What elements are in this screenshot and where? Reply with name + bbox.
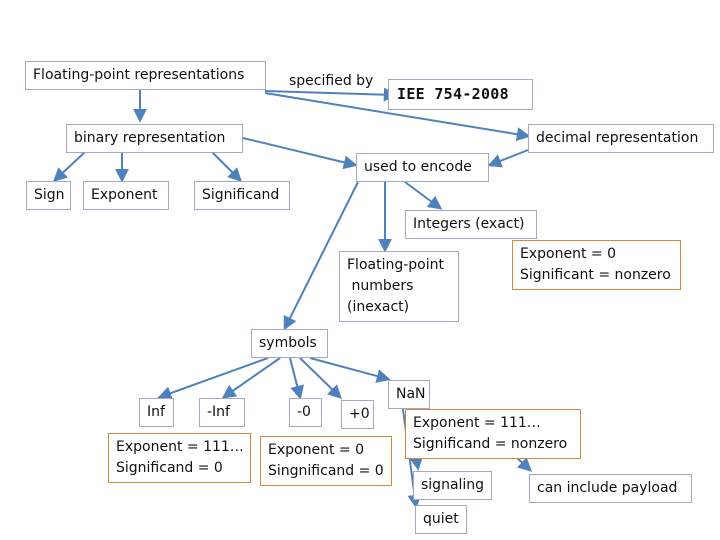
node-decimal-representation: decimal representation bbox=[528, 124, 714, 153]
node-pos-zero: +0 bbox=[341, 400, 374, 429]
note-inf-line2: Significand = 0 bbox=[116, 460, 223, 476]
note-zero-line2: Singnificand = 0 bbox=[268, 463, 384, 479]
node-neg-inf: -Inf bbox=[199, 398, 245, 427]
edge-symbols-to-neginf bbox=[221, 357, 281, 399]
node-integers: Integers (exact) bbox=[405, 210, 537, 239]
edge-symbols-to-nan bbox=[309, 357, 391, 383]
node-nan: NaN bbox=[388, 380, 430, 409]
node-binary-representation: binary representation bbox=[66, 124, 243, 153]
edge-decimal-to-used bbox=[487, 149, 529, 168]
node-neg-zero: -0 bbox=[289, 398, 322, 427]
edge-used-to-integers bbox=[404, 181, 443, 210]
node-inf: Inf bbox=[139, 398, 174, 427]
note-inf-line1: Exponent = 111… bbox=[116, 439, 244, 455]
edge-symbols-to-poszero bbox=[299, 357, 343, 399]
note-inf: Exponent = 111… Significand = 0 bbox=[108, 433, 251, 483]
note-nan-line1: Exponent = 111… bbox=[413, 415, 541, 431]
node-sign: Sign bbox=[26, 181, 71, 210]
edge-used-to-symbols bbox=[283, 181, 359, 331]
note-nan-line2: Significand = nonzero bbox=[413, 436, 568, 452]
node-quiet: quiet bbox=[415, 505, 467, 534]
node-used-to-encode: used to encode bbox=[356, 153, 489, 182]
node-iee-754: IEE 754-2008 bbox=[388, 79, 533, 110]
node-fp-numbers-line3: (inexact) bbox=[347, 299, 410, 315]
edge-binary-to-significand bbox=[211, 151, 242, 182]
node-payload: can include payload bbox=[529, 474, 692, 503]
note-integers-line2: Significant = nonzero bbox=[520, 267, 671, 283]
node-significand: Significand bbox=[194, 181, 290, 210]
edge-symbols-to-inf bbox=[157, 357, 269, 400]
note-zero-line1: Exponent = 0 bbox=[268, 442, 364, 458]
edge-symbols-to-negzero bbox=[289, 357, 304, 400]
edge-fp-to-decimal bbox=[264, 92, 531, 142]
note-integers-line1: Exponent = 0 bbox=[520, 246, 616, 262]
note-nan: Exponent = 111… Significand = nonzero bbox=[405, 409, 581, 459]
edge-fp-to-iee bbox=[264, 87, 398, 102]
node-fp-numbers-line2: numbers bbox=[347, 278, 414, 294]
node-exponent: Exponent bbox=[83, 181, 169, 210]
edge-binary-to-used bbox=[242, 137, 358, 170]
note-zero: Exponent = 0 Singnificand = 0 bbox=[260, 436, 392, 486]
node-fp-numbers: Floating-point numbers (inexact) bbox=[339, 251, 459, 322]
note-integers: Exponent = 0 Significant = nonzero bbox=[512, 240, 681, 290]
node-fp-representations: Floating-point representations bbox=[25, 61, 266, 90]
label-specified-by: specified by bbox=[289, 73, 374, 89]
node-fp-numbers-line1: Floating-point bbox=[347, 257, 444, 273]
edge-binary-to-sign bbox=[52, 151, 86, 182]
node-symbols: symbols bbox=[251, 329, 328, 358]
node-signaling: signaling bbox=[413, 471, 492, 500]
